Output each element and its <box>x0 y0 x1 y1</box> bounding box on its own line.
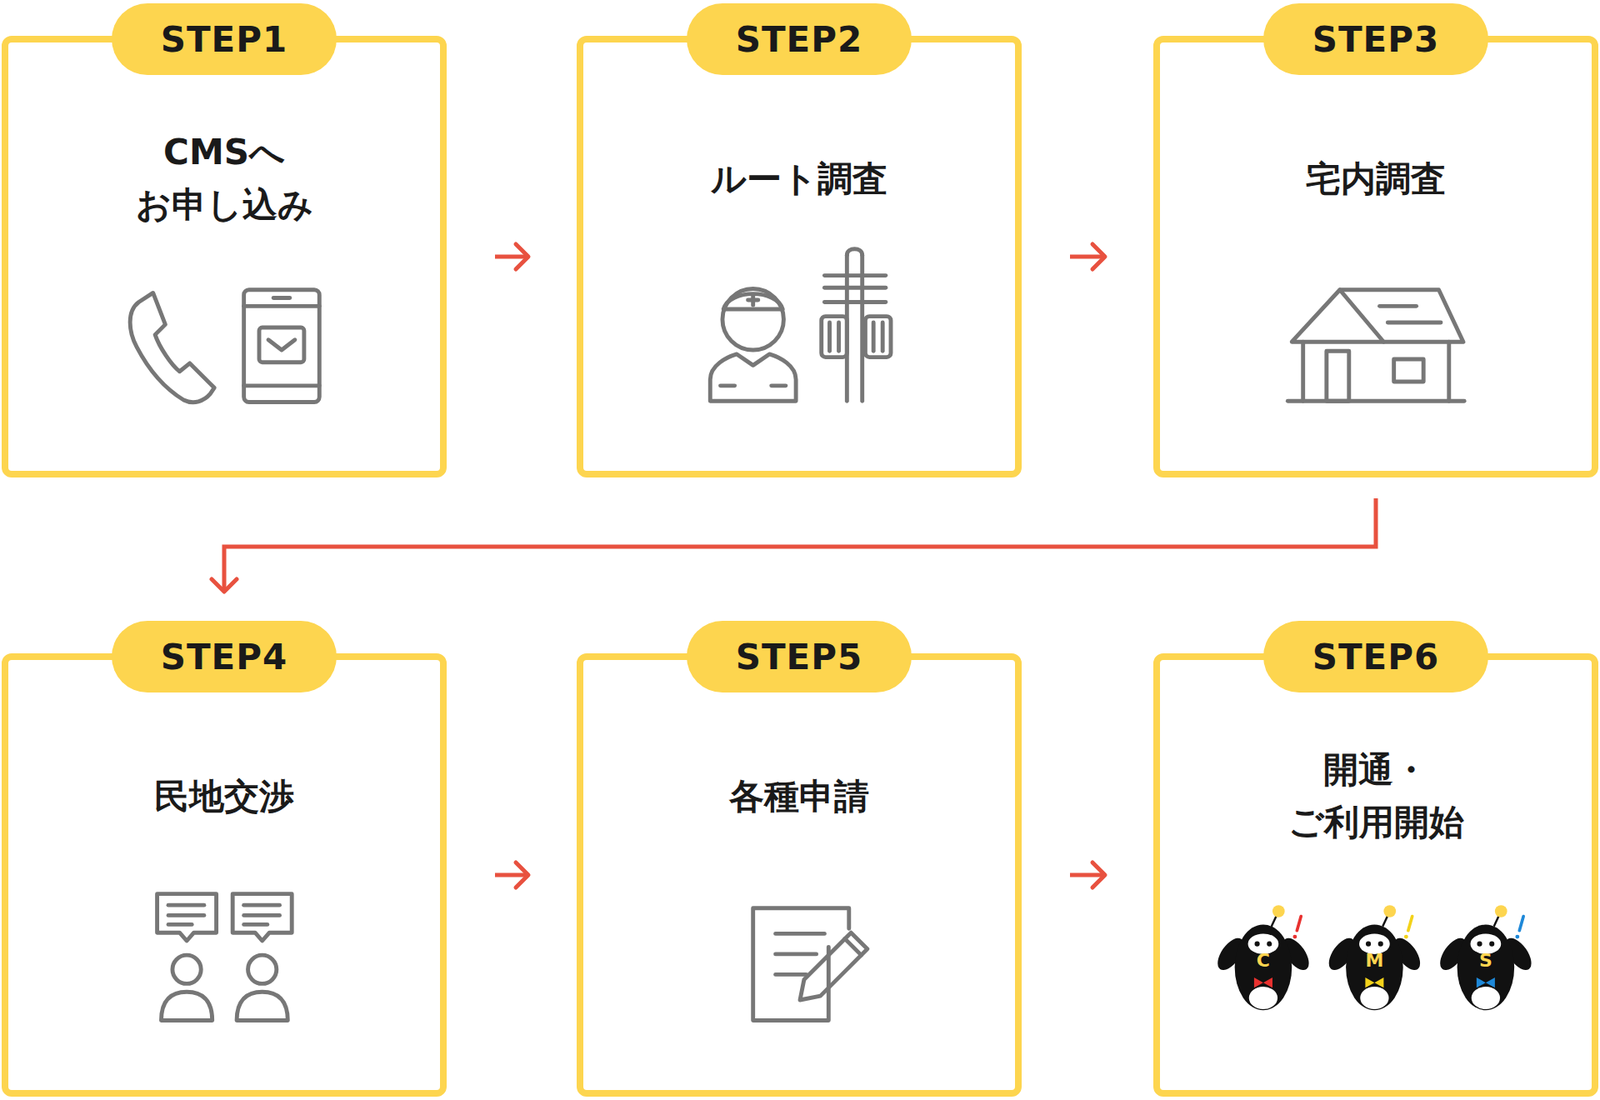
step-badge: STEP2 <box>686 3 912 75</box>
smartphone-icon <box>244 290 320 403</box>
step-title: 開通・ ご利用開始 <box>1288 743 1465 849</box>
step-badge: STEP4 <box>111 620 337 693</box>
step-label: STEP3 <box>1312 19 1440 60</box>
flow-arrow <box>1070 255 1105 260</box>
step-badge: STEP3 <box>1263 3 1489 75</box>
penguin-mascot <box>1324 905 1426 1020</box>
utility-pole-icon <box>821 249 891 401</box>
step-title: ルート調査 <box>710 152 888 205</box>
flow-arrow <box>1070 873 1105 878</box>
flow-arrow <box>224 498 1376 592</box>
step-box: STEP3宅内調査 <box>1153 35 1599 478</box>
step-box: STEP4民地交渉 <box>1 653 447 1097</box>
step-title: 各種申請 <box>729 770 870 823</box>
worker-icon <box>710 289 796 402</box>
step-label: STEP2 <box>735 19 864 60</box>
step-label: STEP6 <box>1312 636 1440 678</box>
phone-icon <box>130 292 215 402</box>
step-title: CMSへ お申し込み <box>135 125 314 231</box>
step-badge: STEP5 <box>686 620 912 693</box>
step-label: STEP1 <box>160 19 289 60</box>
penguin-mascot <box>1212 905 1315 1020</box>
step-badge: STEP1 <box>111 3 337 75</box>
document-icon <box>753 908 868 1021</box>
penguin-letter: S <box>1479 951 1493 970</box>
penguin-letter: C <box>1256 951 1270 970</box>
step-box: STEP2ルート調査 <box>576 35 1022 478</box>
people-talking-icon <box>157 894 293 1021</box>
step-box: STEP6開通・ ご利用開始 <box>1153 653 1599 1097</box>
step-title: 宅内調査 <box>1305 152 1446 205</box>
step-box: STEP1CMSへ お申し込み <box>1 35 447 478</box>
step-title: 民地交渉 <box>154 770 295 823</box>
penguin-letter: M <box>1365 951 1384 970</box>
step-badge: STEP6 <box>1263 620 1489 693</box>
step-label: STEP4 <box>160 636 289 678</box>
step-box: STEP5各種申請 <box>576 653 1022 1097</box>
step-label: STEP5 <box>735 636 864 678</box>
flow-arrow <box>495 873 529 878</box>
flow-arrow <box>495 255 529 260</box>
house-icon <box>1287 290 1465 401</box>
penguin-mascot <box>1435 905 1537 1020</box>
